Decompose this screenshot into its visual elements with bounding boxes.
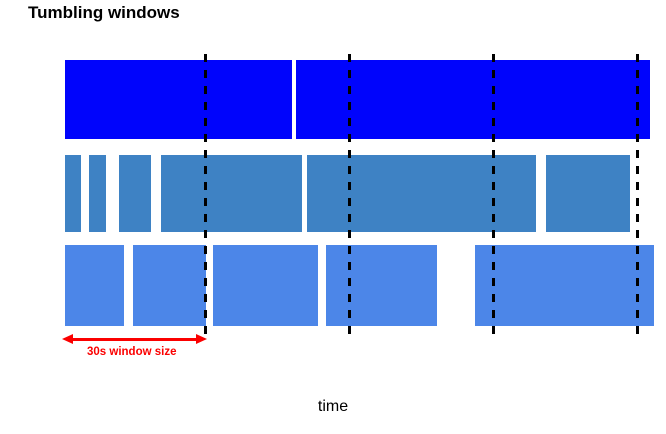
record-segment-stream-3 <box>213 245 318 326</box>
arrowhead-left-icon <box>62 334 73 344</box>
record-segment-stream-3 <box>475 245 654 326</box>
window-boundary-dashed-line <box>636 54 639 336</box>
record-segment-stream-3 <box>65 245 124 326</box>
window-boundary-dashed-line <box>492 54 495 336</box>
record-segment-stream-3 <box>326 245 437 326</box>
record-segment-stream-2 <box>307 155 536 232</box>
record-segment-stream-3 <box>133 245 206 326</box>
window-size-label: 30s window size <box>87 346 177 358</box>
window-boundary-dashed-line <box>204 54 207 336</box>
record-segment-stream-1 <box>296 60 650 139</box>
record-segment-stream-2 <box>546 155 630 232</box>
diagram-title: Tumbling windows <box>28 3 180 22</box>
window-boundary-dashed-line <box>348 54 351 336</box>
record-segment-stream-2 <box>65 155 81 232</box>
window-size-arrow-line <box>71 338 198 341</box>
arrowhead-right-icon <box>196 334 207 344</box>
record-segment-stream-2 <box>119 155 151 232</box>
record-segment-stream-2 <box>89 155 106 232</box>
record-segment-stream-1 <box>65 60 292 139</box>
record-segment-stream-2 <box>161 155 302 232</box>
time-axis-label: time <box>317 398 349 415</box>
